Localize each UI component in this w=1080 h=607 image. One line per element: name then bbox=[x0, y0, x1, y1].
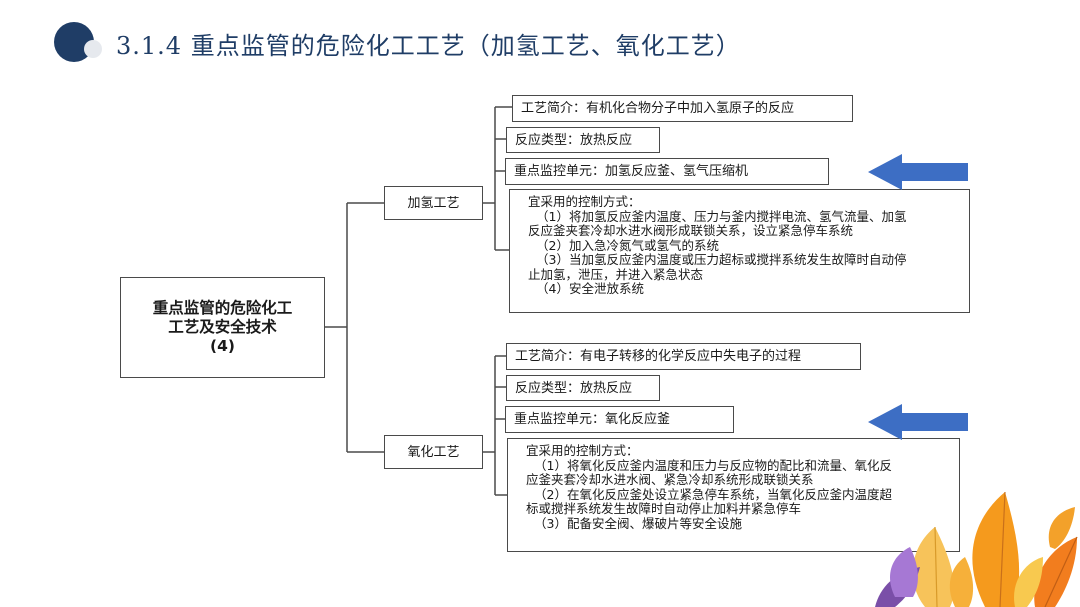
oxidation-control-item-1b: 应釜夹套冷却水进水阀、紧急冷却系统形成联锁关系 bbox=[526, 473, 949, 488]
branch-oxidation-label: 氧化工艺 bbox=[407, 445, 459, 460]
oxidation-type: 反应类型：放热反应 bbox=[506, 375, 660, 401]
oxidation-intro: 工艺简介：有电子转移的化学反应中失电子的过程 bbox=[506, 343, 861, 370]
branch-hydrogenation: 加氢工艺 bbox=[384, 186, 483, 220]
root-node: 重点监管的危险化工 工艺及安全技术 (4) bbox=[120, 277, 325, 378]
hydrogenation-intro: 工艺简介：有机化合物分子中加入氢原子的反应 bbox=[512, 95, 853, 122]
arrow-left-icon bbox=[866, 152, 970, 192]
root-line-2: 工艺及安全技术 bbox=[168, 318, 277, 337]
hydrogenation-control-item-3a: （3）当加氢反应釜内温度或压力超标或搅拌系统发生故障时自动停 bbox=[528, 253, 959, 268]
hydrogenation-control-item-3b: 止加氢，泄压，并进入紧急状态 bbox=[528, 268, 959, 283]
oxidation-control-item-1a: （1）将氧化反应釜内温度和压力与反应物的配比和流量、氧化反 bbox=[526, 459, 949, 474]
hydrogenation-type: 反应类型：放热反应 bbox=[506, 127, 660, 153]
hydrogenation-unit: 重点监控单元：加氢反应釜、氢气压缩机 bbox=[505, 158, 829, 185]
arrow-left-icon bbox=[866, 402, 970, 442]
root-line-3: (4) bbox=[210, 337, 235, 356]
oxidation-control-heading: 宜采用的控制方式： bbox=[526, 444, 949, 459]
hydrogenation-control-item-2: （2）加入急冷氮气或氢气的系统 bbox=[528, 239, 959, 254]
hydrogenation-control-heading: 宜采用的控制方式： bbox=[528, 195, 959, 210]
branch-hydrogenation-label: 加氢工艺 bbox=[407, 196, 459, 211]
autumn-leaves-icon bbox=[865, 487, 1080, 607]
branch-oxidation: 氧化工艺 bbox=[384, 435, 483, 469]
hydrogenation-control-item-4: （4）安全泄放系统 bbox=[528, 282, 959, 297]
root-line-1: 重点监管的危险化工 bbox=[153, 299, 293, 318]
hydrogenation-control: 宜采用的控制方式： （1）将加氢反应釜内温度、压力与釜内搅拌电流、氢气流量、加氢… bbox=[509, 189, 970, 313]
oxidation-unit: 重点监控单元：氧化反应釜 bbox=[505, 406, 734, 433]
hydrogenation-control-item-1b: 反应釜夹套冷却水进水阀形成联锁关系，设立紧急停车系统 bbox=[528, 224, 959, 239]
hydrogenation-control-item-1a: （1）将加氢反应釜内温度、压力与釜内搅拌电流、氢气流量、加氢 bbox=[528, 210, 959, 225]
